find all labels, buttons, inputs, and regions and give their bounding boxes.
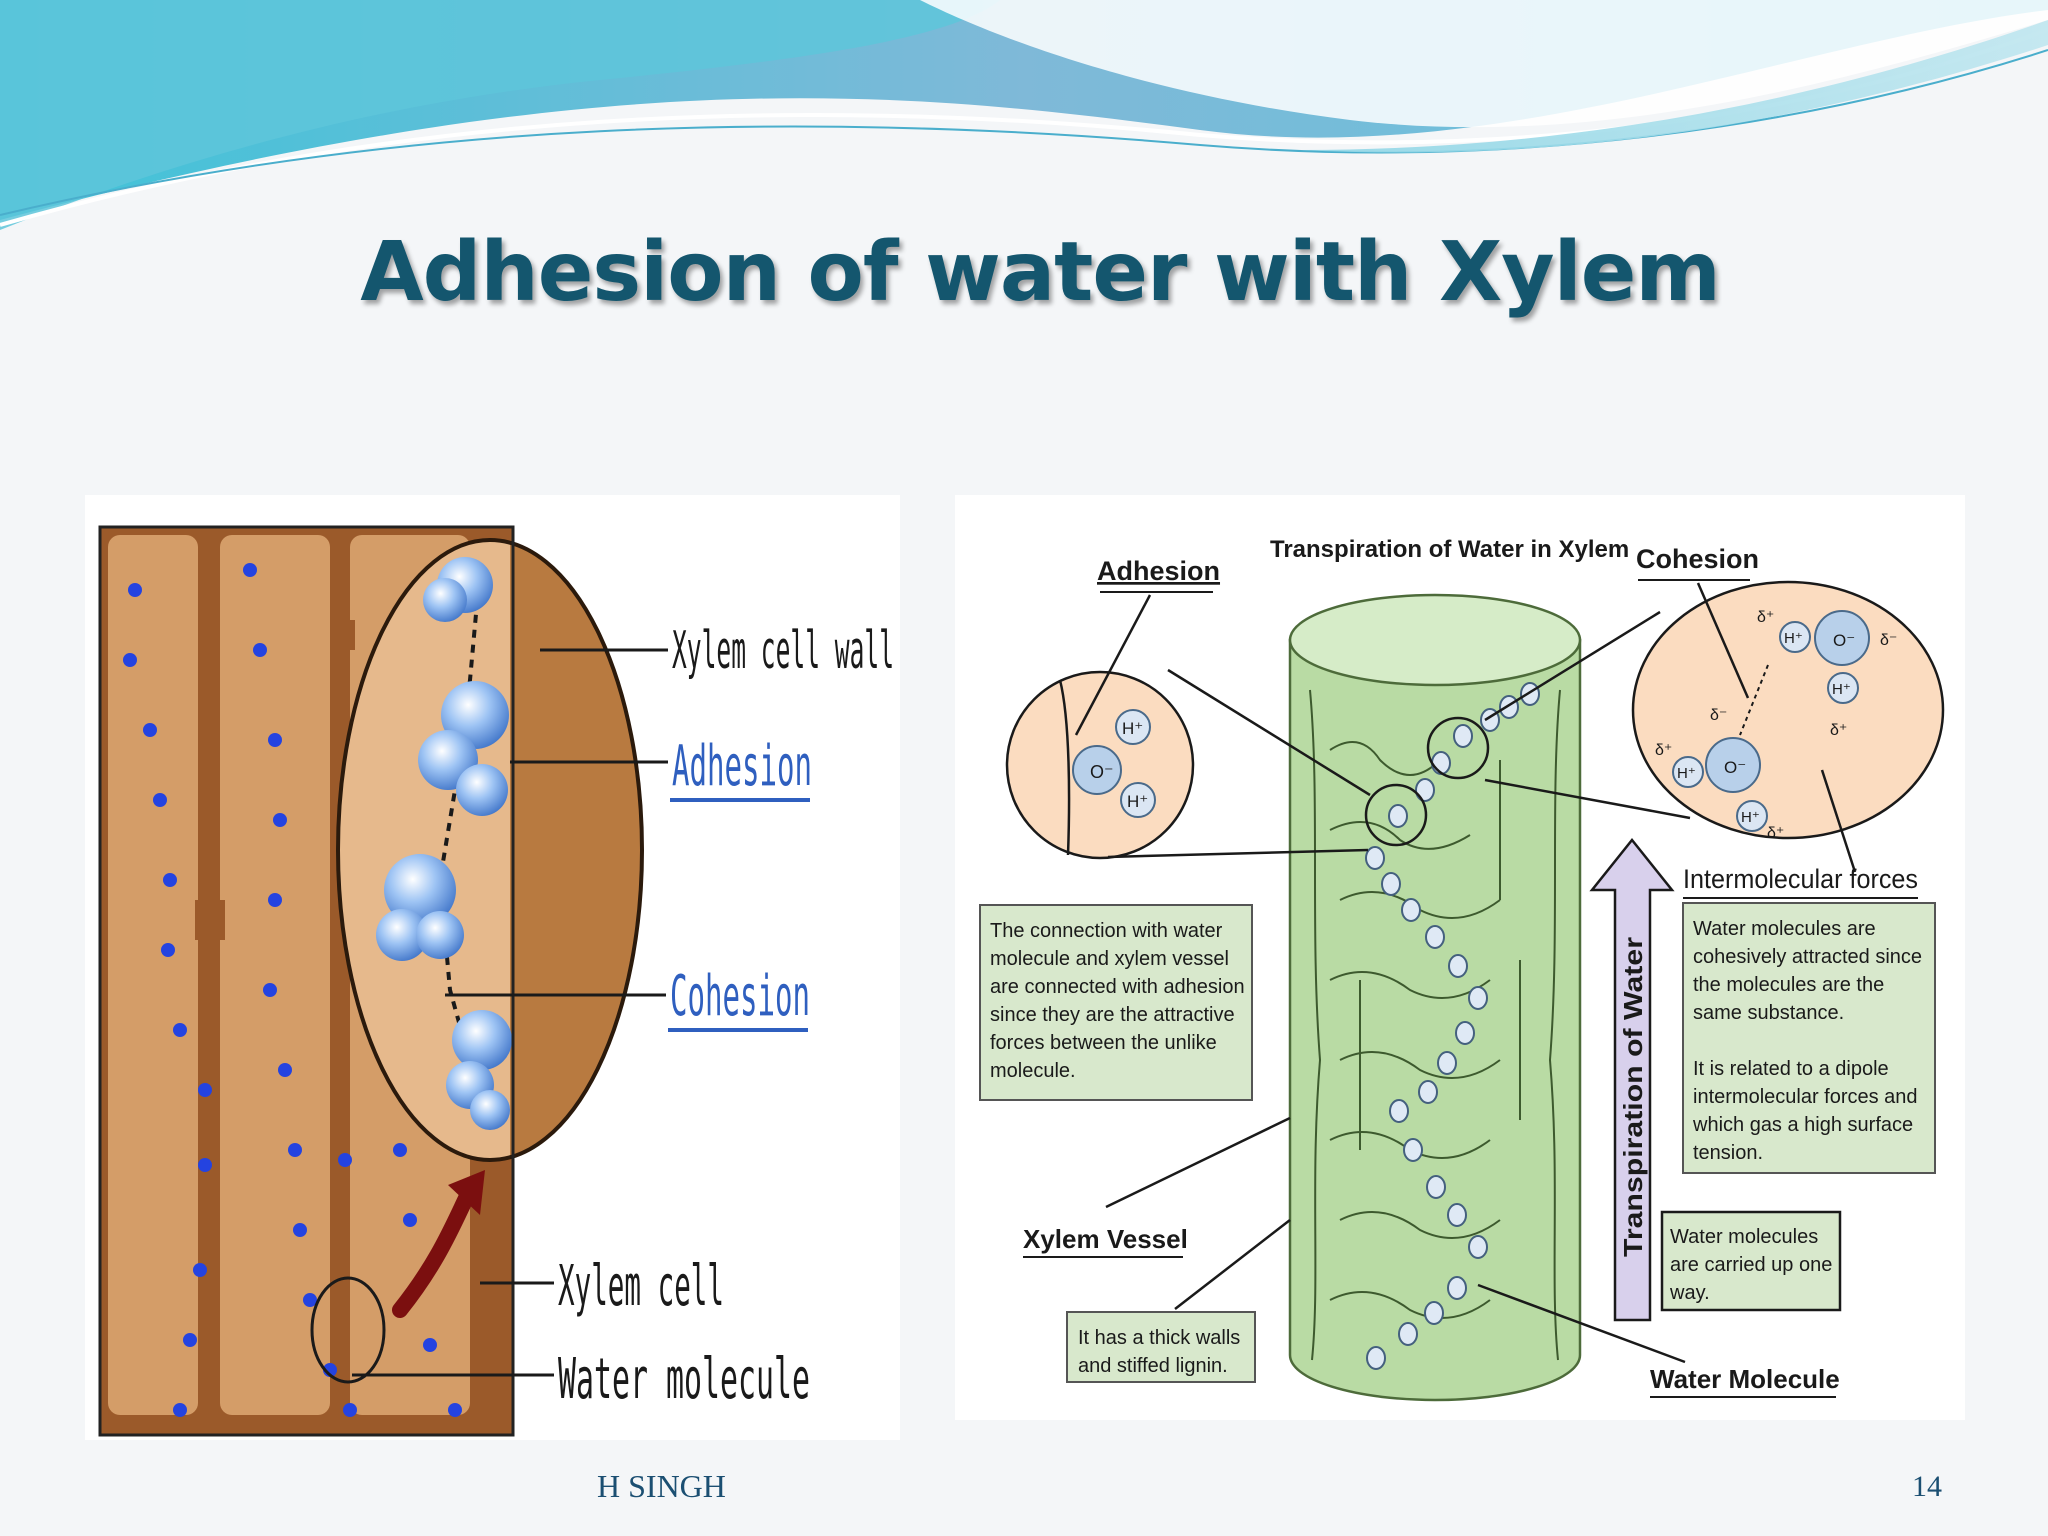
info-box-line: forces between the unlike: [990, 1032, 1217, 1054]
info-box-line: are connected with adhesion: [990, 976, 1245, 998]
info-box-line: molecule and xylem vessel: [990, 948, 1229, 970]
hydrogen-atom-label: H⁺: [1122, 719, 1143, 738]
info-box-line: The connection with water: [990, 920, 1223, 942]
xylem-vessel-cylinder: [1288, 593, 1582, 1402]
xylem-vessel-label: Xylem Vessel: [1023, 1224, 1188, 1254]
info-box-line: cohesively attracted since: [1693, 946, 1922, 968]
hydrogen-atom-label: H⁺: [1677, 765, 1696, 782]
info-box-line: It is related to a dipole: [1693, 1058, 1889, 1080]
transpiration-of-water-label: Transpiration of Water: [1618, 937, 1648, 1257]
info-box-line: tension.: [1693, 1142, 1763, 1164]
oxygen-atom-label: O⁻: [1724, 758, 1746, 777]
delta-plus-label: δ⁺: [1767, 825, 1784, 842]
info-box-line: which gas a high surface: [1692, 1114, 1913, 1136]
right-figure-title: Transpiration of Water in Xylem: [1270, 536, 1629, 563]
left-leader-lines: [352, 648, 668, 1377]
info-box-line: are carried up one: [1670, 1254, 1832, 1276]
oxygen-atom-label: O⁻: [1833, 631, 1855, 650]
oxygen-atom-label: O⁻: [1090, 762, 1114, 782]
hydrogen-atom-label: H⁺: [1741, 809, 1760, 826]
hydrogen-atom-label: H⁺: [1784, 630, 1803, 647]
hydrogen-atom-label: H⁺: [1127, 792, 1148, 811]
delta-minus-label: δ⁻: [1880, 632, 1897, 649]
hydrogen-atom-label: H⁺: [1832, 681, 1851, 698]
label-water-molecule: Water molecule: [558, 1347, 810, 1412]
label-cohesion: Cohesion: [670, 964, 810, 1029]
intermolecular-forces-label: Intermolecular forces: [1683, 864, 1918, 894]
info-box-line: same substance.: [1693, 1002, 1844, 1024]
water-molecule-cluster: [376, 557, 512, 1130]
footer-author: H SINGH: [597, 1468, 726, 1504]
cohesion-heading: Cohesion: [1636, 544, 1759, 574]
info-box-line: since they are the attractive: [990, 1004, 1235, 1026]
delta-plus-label: δ⁺: [1655, 742, 1672, 759]
label-adhesion: Adhesion: [672, 734, 812, 799]
info-box-line: and stiffed lignin.: [1078, 1355, 1228, 1377]
delta-plus-label: δ⁺: [1830, 722, 1847, 739]
info-box-line: It has a thick walls: [1078, 1327, 1240, 1349]
adhesion-heading: Adhesion: [1097, 556, 1220, 586]
info-box-line: Water molecules are: [1693, 918, 1876, 940]
one-way-info-box: Water molecules are carried up one way.: [1660, 1210, 1842, 1312]
water-molecule-label: Water Molecule: [1650, 1364, 1840, 1394]
cohesion-info-box: Water molecules are cohesively attracted …: [1682, 902, 1936, 1174]
slide-title: Adhesion of water with Xylem: [360, 225, 1721, 320]
adhesion-info-box: The connection with water molecule and xy…: [979, 904, 1253, 1101]
label-xylem-cell-wall: Xylem cell wall: [672, 621, 894, 681]
left-xylem-figure: Xylem cell wall Adhesion Cohesion Xylem …: [85, 495, 900, 1440]
cohesion-inset: Cohesion O⁻ H⁺ H⁺ O⁻ H⁺ H⁺ δ⁺ δ⁻ δ⁺ δ⁻ δ…: [1484, 544, 1945, 899]
delta-plus-label: δ⁺: [1757, 609, 1774, 626]
right-transpiration-figure: Transpiration of Water in Xylem: [955, 495, 1965, 1420]
info-box-line: the molecules are the: [1693, 974, 1884, 996]
info-box-line: Water molecules: [1670, 1226, 1818, 1248]
magnified-lens: [336, 538, 644, 1162]
info-box-line: way.: [1669, 1282, 1710, 1304]
delta-minus-label: δ⁻: [1710, 707, 1727, 724]
info-box-line: intermolecular forces and: [1693, 1086, 1918, 1108]
page-number: 14: [1912, 1470, 1942, 1503]
label-xylem-cell: Xylem cell: [558, 1254, 724, 1319]
thick-walls-info-box: It has a thick walls and stiffed lignin.: [1066, 1311, 1256, 1383]
header-wave-decoration: [0, 0, 2048, 230]
info-box-line: molecule.: [990, 1060, 1076, 1082]
transpiration-arrow: Transpiration of Water: [1589, 837, 1675, 1322]
adhesion-inset: Adhesion O⁻ H⁺ H⁺: [1005, 556, 1371, 860]
